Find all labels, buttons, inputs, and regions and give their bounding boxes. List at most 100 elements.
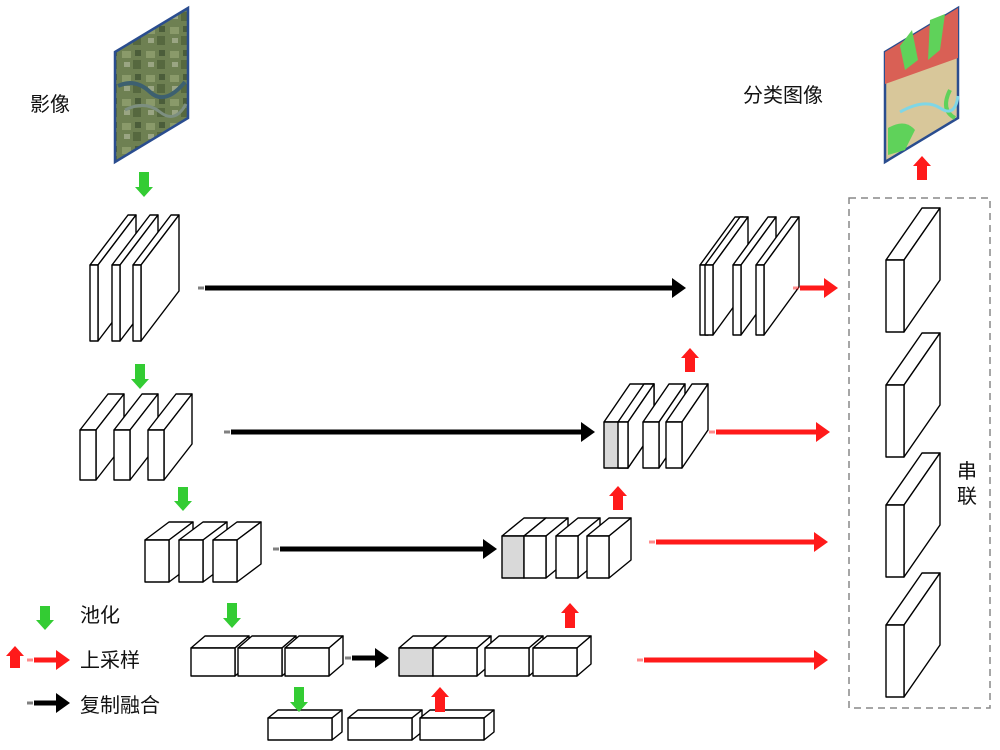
legend-upsample-label: 上采样 (80, 648, 140, 672)
concat-feature-map (885, 572, 941, 698)
dec3-feature-map-front (523, 535, 547, 579)
legend-pool-label: 池化 (80, 603, 120, 627)
bottleneck-feature-map (347, 709, 423, 741)
legend-upsample-icon-head (56, 650, 70, 670)
legend-copy-icon (27, 693, 70, 713)
upsample-to-concat-arrow (649, 532, 828, 552)
upsample-to-concat-arrow (637, 650, 828, 670)
dec3-feature-map (586, 517, 632, 579)
enc4-feature-map-front (190, 647, 236, 677)
concat-feature-map-front (885, 624, 905, 698)
bottleneck-feature-map (267, 709, 343, 741)
concat-feature-map-front (885, 504, 905, 578)
enc1-feature-map (132, 214, 180, 342)
copy-arrow-shaft (231, 429, 581, 435)
upsample-to-concat-arrow-head (824, 278, 838, 298)
enc4-feature-map (284, 635, 344, 677)
enc2-feature-map-front (147, 429, 165, 481)
copy-arrow-head (672, 278, 686, 298)
enc2-feature-map (147, 393, 193, 481)
pool-arrow (174, 487, 192, 511)
enc3-feature-map-front (178, 539, 204, 583)
concat-box (848, 197, 991, 709)
concat-feature-map (885, 332, 941, 458)
dec3-feature-map-front (586, 535, 610, 579)
enc3-feature-map-front (144, 539, 170, 583)
output-image (883, 5, 960, 165)
copy-arrow-head (581, 422, 595, 442)
upsample-to-concat-arrow-head (814, 532, 828, 552)
dec3-feature-map-front (555, 535, 579, 579)
upsample-arrow (681, 348, 699, 372)
enc1-feature-map-front (111, 264, 121, 342)
upsample-to-concat-arrow-head (814, 650, 828, 670)
copy-arrow (224, 422, 595, 442)
legend-copy-label: 复制融合 (80, 693, 160, 717)
dec4-feature-map-front (432, 647, 478, 677)
legend-upsample-icon-shaft (34, 657, 56, 663)
enc2-feature-map-front (113, 429, 131, 481)
upsample-arrow (609, 486, 627, 510)
bottleneck-feature-map-top (419, 709, 495, 719)
enc4-feature-map (237, 635, 297, 677)
legend-copy-icon-head (56, 693, 70, 713)
dec4-feature-map (532, 635, 592, 677)
dec2-feature-map (665, 383, 709, 469)
concat-label-1: 串 (957, 459, 977, 483)
bottleneck-feature-map-front (419, 717, 485, 741)
legend-copy-icon-shaft (34, 700, 56, 706)
bottleneck-feature-map-front (347, 717, 413, 741)
enc4-feature-map-front (237, 647, 283, 677)
upsample-to-concat-arrow (709, 422, 830, 442)
copy-arrow-head (483, 539, 497, 559)
pool-arrow (135, 172, 153, 197)
concat-label-2: 联 (957, 484, 977, 508)
upsample-to-concat-arrow-head (816, 422, 830, 442)
bottleneck-feature-map-top (267, 709, 343, 719)
copy-arrow (345, 648, 389, 668)
upsample-to-concat-arrow-shaft (644, 657, 814, 663)
upsample-arrow (913, 156, 931, 180)
enc2-feature-map (113, 393, 159, 481)
dec1-feature-map-front (755, 264, 765, 336)
input-image (113, 5, 190, 165)
legend-upsample-icon (27, 650, 70, 670)
pool-arrow (223, 603, 241, 628)
input-label: 影像 (30, 92, 70, 116)
bottleneck-feature-map-top (347, 709, 423, 719)
dec2-feature-map (617, 383, 655, 469)
enc3-feature-map (212, 521, 262, 583)
copy-arrow-shaft (280, 546, 483, 552)
copy-arrow-shaft (205, 285, 672, 291)
enc1-feature-map-front (89, 264, 99, 342)
dec4-feature-map-upsampled-front (398, 647, 434, 677)
upsample-arrow (561, 603, 579, 628)
upsample-to-concat-arrow (793, 278, 838, 298)
dec4-feature-map (432, 635, 492, 677)
dec1-feature-map-front (732, 264, 742, 336)
enc2-feature-map-front (79, 429, 97, 481)
dec4-feature-map-front (532, 647, 578, 677)
concat-feature-map-front (885, 259, 905, 333)
bottleneck-feature-map (419, 709, 495, 741)
dec2-feature-map-front (617, 421, 629, 469)
upsample-to-concat-arrow-shaft (716, 429, 816, 435)
dec2-feature-map-front (642, 421, 660, 469)
pool-arrow (131, 364, 149, 389)
dec2-feature-map-front (665, 421, 683, 469)
dec1-feature-map-front (704, 264, 714, 336)
concat-feature-map (885, 207, 941, 333)
concat-feature-map-front (885, 384, 905, 458)
legend-pool-icon (36, 606, 54, 630)
legend-upsample-icon (6, 646, 24, 668)
enc4-feature-map-front (284, 647, 330, 677)
upsample-to-concat-arrow-shaft (656, 539, 814, 545)
bottleneck-feature-map-front (267, 717, 333, 741)
copy-arrow (198, 278, 686, 298)
copy-arrow-head (375, 648, 389, 668)
dec3-feature-map-upsampled-front (501, 535, 525, 579)
pool-arrow (290, 687, 308, 712)
concat-feature-map (885, 452, 941, 578)
enc1-feature-map-front (132, 264, 142, 342)
